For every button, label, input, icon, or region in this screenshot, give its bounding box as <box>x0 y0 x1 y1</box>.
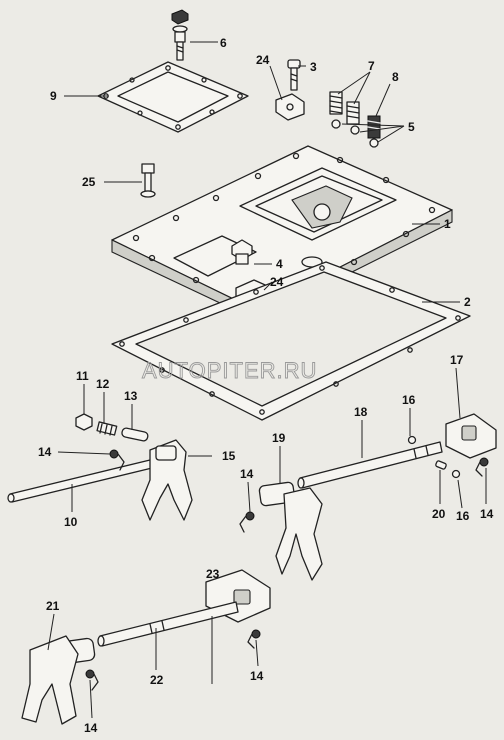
callout-1: 1 <box>444 217 451 231</box>
callout-23: 23 <box>206 567 220 581</box>
part-15-shift-fork <box>141 439 193 521</box>
callout-7: 7 <box>368 59 375 73</box>
part-11-nut <box>75 413 93 431</box>
part-25-bolt <box>140 163 156 198</box>
callout-16-lower: 16 <box>456 509 470 523</box>
callout-14-lower: 14 <box>250 669 264 683</box>
callout-14-left: 14 <box>38 445 52 459</box>
part-14-clip-a <box>109 449 125 471</box>
part-7-springs <box>329 91 360 125</box>
callout-21: 21 <box>46 599 60 613</box>
part-9-cover-plate <box>97 61 249 133</box>
callout-labels: 1 2 3 4 5 6 7 8 9 10 11 12 13 14 15 16 1… <box>38 36 494 735</box>
part-16-ball-lower <box>451 469 461 479</box>
callout-2: 2 <box>464 295 471 309</box>
part-18-shift-rail <box>297 441 443 489</box>
callout-16-upper: 16 <box>402 393 416 407</box>
part-19-fork <box>258 481 323 581</box>
callout-22: 22 <box>150 673 164 687</box>
part-13-plunger <box>121 427 149 442</box>
callout-19: 19 <box>272 431 286 445</box>
callout-11: 11 <box>76 369 89 383</box>
callout-18: 18 <box>354 405 368 419</box>
part-10-shift-rail <box>7 459 153 503</box>
part-12-spring <box>96 421 118 436</box>
part-14-clip-b <box>239 511 255 533</box>
part-22-shift-rail <box>97 601 239 647</box>
callout-13: 13 <box>124 389 138 403</box>
part-14-clip-c <box>475 457 489 477</box>
callout-24-lower: 24 <box>270 275 284 289</box>
part-4-breather-plug <box>231 239 253 265</box>
part-16-ball-upper <box>407 435 417 445</box>
part-20-pin <box>435 460 447 470</box>
part-6-bolt-assembly <box>171 9 189 61</box>
part-3-bolt <box>287 59 301 91</box>
callout-24-upper: 24 <box>256 53 270 67</box>
part-21-fork <box>21 635 96 725</box>
callout-20: 20 <box>432 507 446 521</box>
callout-17: 17 <box>450 353 464 367</box>
callout-5: 5 <box>408 120 415 134</box>
part-14-clip-d <box>247 629 261 649</box>
callout-14-right: 14 <box>480 507 494 521</box>
callout-15: 15 <box>222 449 236 463</box>
callout-8: 8 <box>392 70 399 84</box>
callout-14-bottom: 14 <box>84 721 98 735</box>
part-8-spring <box>367 115 381 139</box>
callout-3: 3 <box>310 60 317 74</box>
watermark: AUTOPITER.RU <box>142 358 317 383</box>
callout-9: 9 <box>50 89 57 103</box>
callout-4: 4 <box>276 257 283 271</box>
callout-6: 6 <box>220 36 227 50</box>
part-17-shift-block <box>445 413 497 459</box>
callout-14-center: 14 <box>240 467 254 481</box>
callout-10: 10 <box>64 515 78 529</box>
part-5-detent-balls <box>331 119 379 148</box>
part-24-bracket-upper <box>275 93 305 121</box>
part-14-clip-e <box>85 669 99 691</box>
leader-lines <box>47 41 487 719</box>
callout-25: 25 <box>82 175 96 189</box>
part-2-gasket <box>111 261 471 421</box>
callout-12: 12 <box>96 377 110 391</box>
